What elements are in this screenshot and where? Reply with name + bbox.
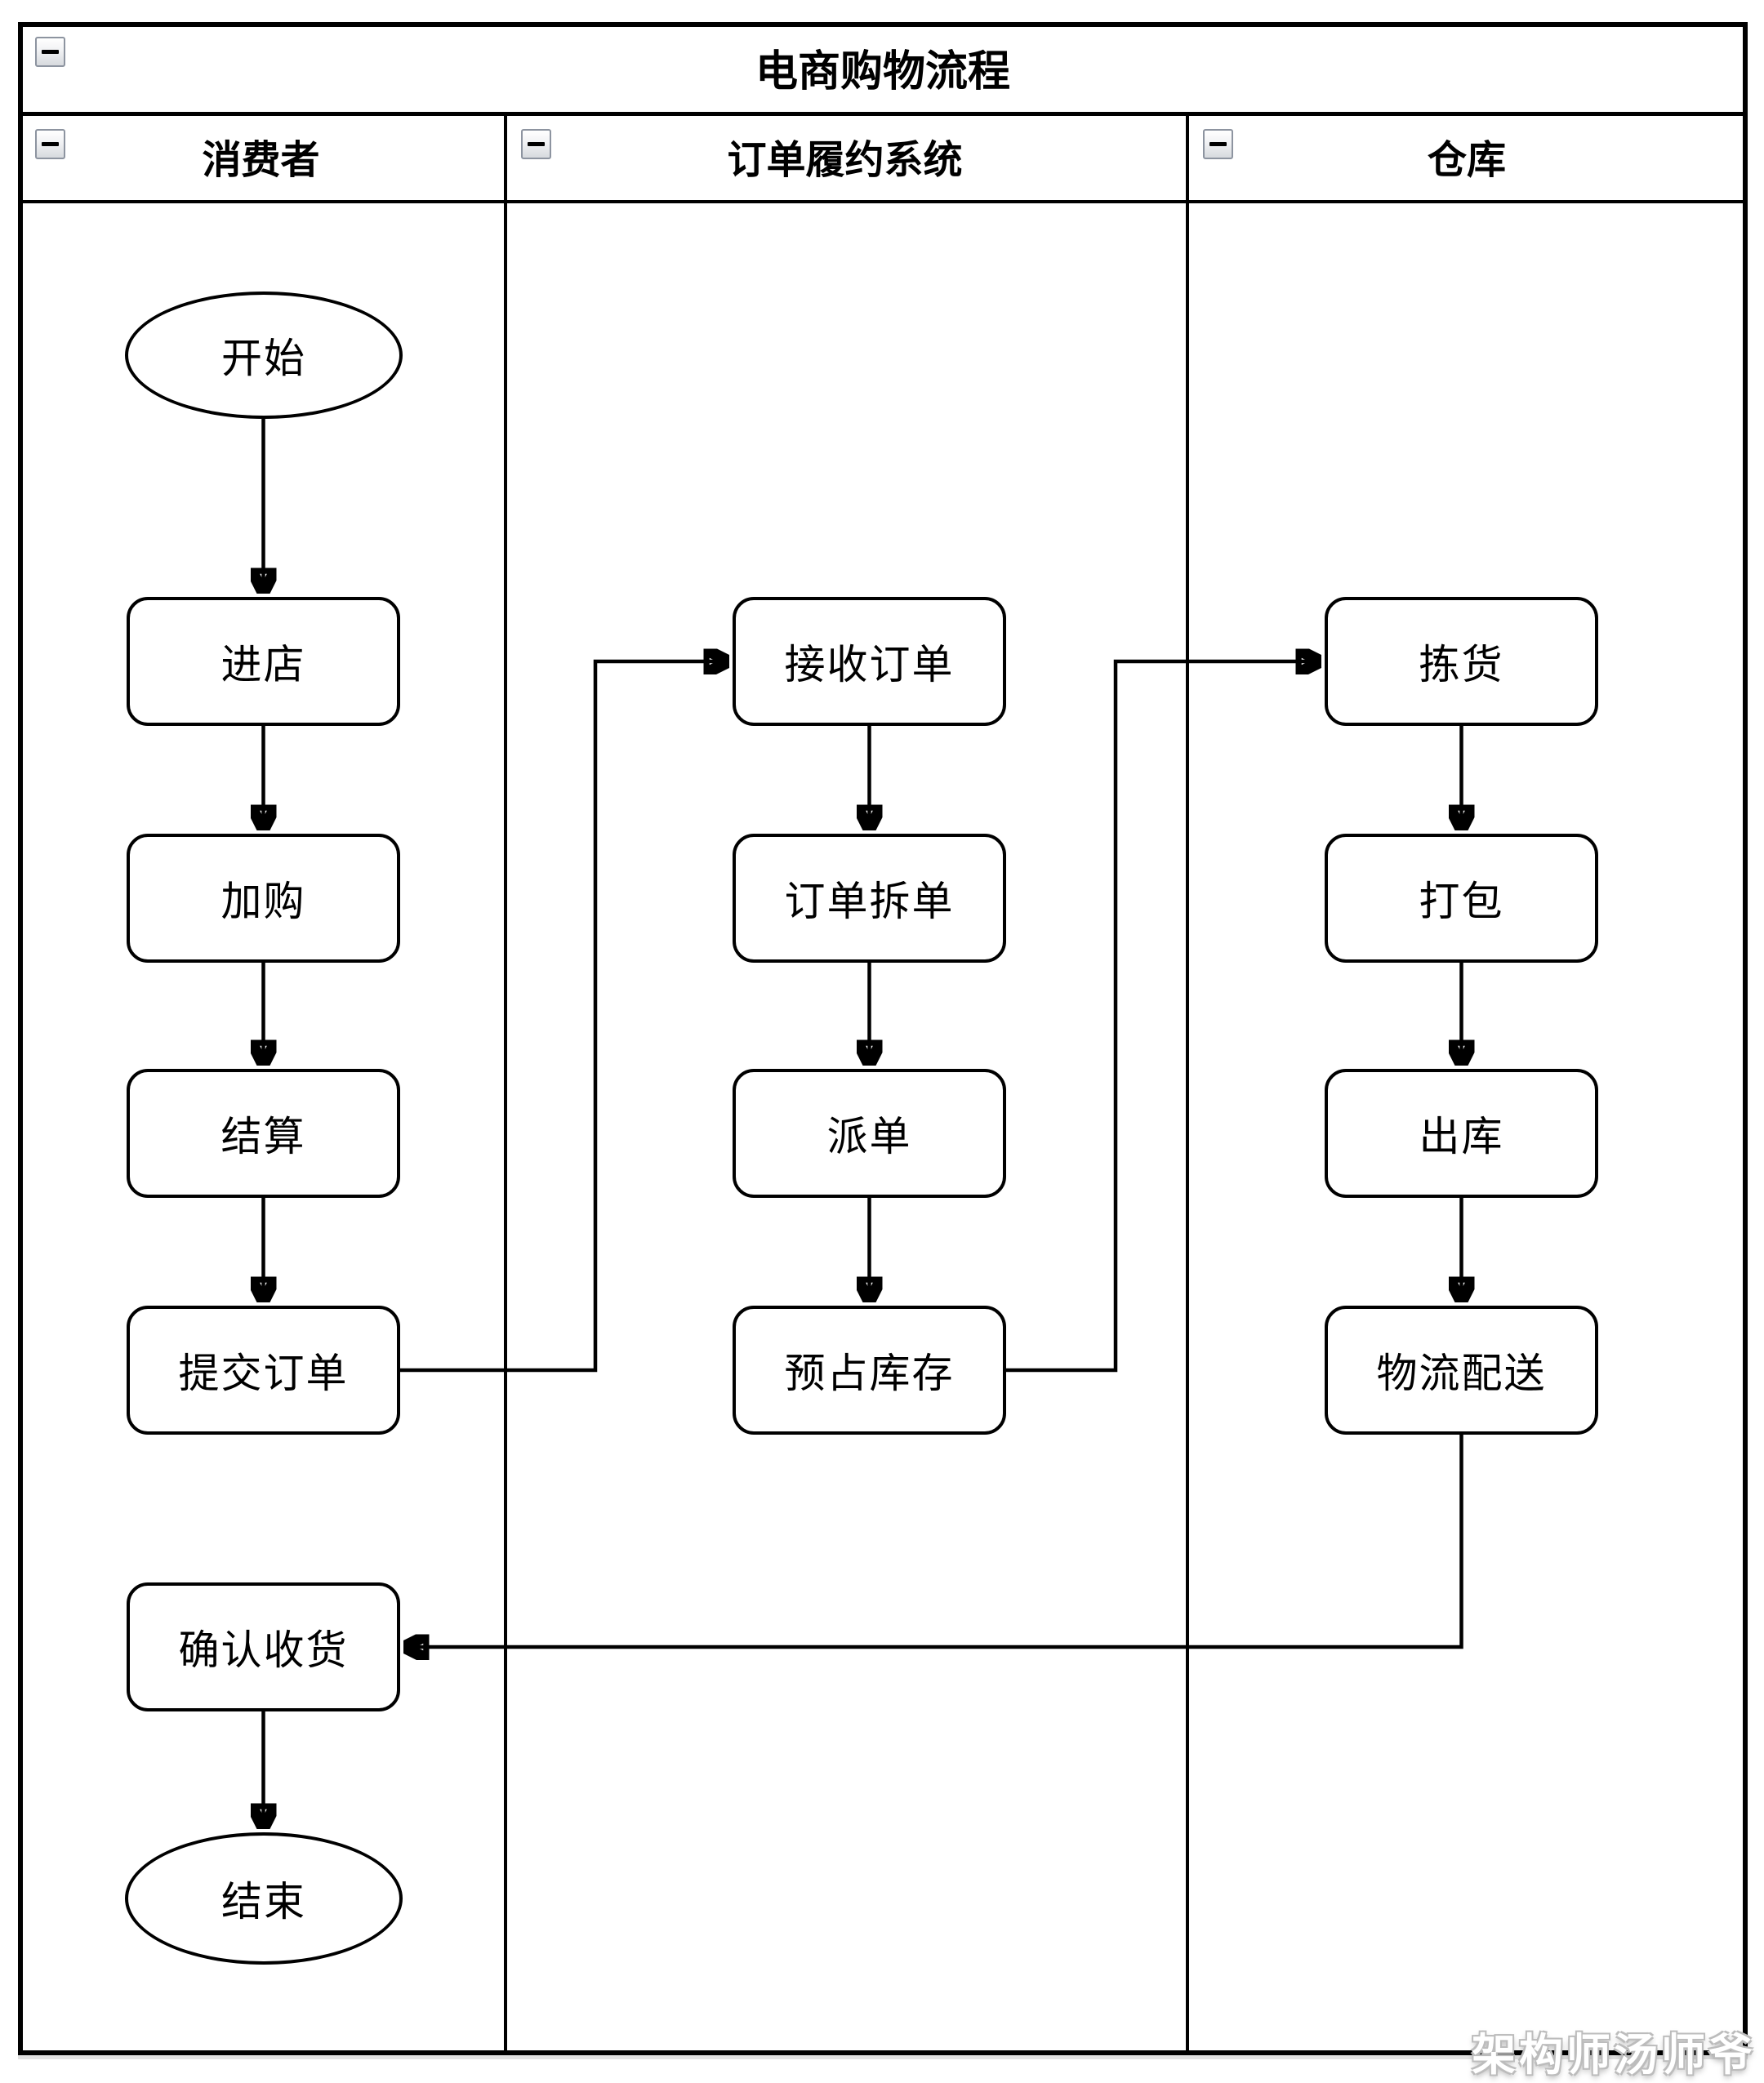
- collapse-button-lane-consumer[interactable]: [35, 129, 65, 159]
- node-label: 结算: [220, 1114, 306, 1159]
- pool-title: 电商购物流程: [755, 47, 1010, 96]
- pool-border: [18, 22, 1748, 2055]
- node-label: 进店: [220, 642, 306, 688]
- node-label: 出库: [1419, 1114, 1504, 1159]
- node-checkout[interactable]: 结算: [127, 1069, 400, 1198]
- node-confirm-receipt[interactable]: 确认收货: [127, 1582, 400, 1711]
- node-enter-store[interactable]: 进店: [127, 597, 400, 726]
- node-label: 开始: [221, 336, 306, 381]
- lane-header-warehouse: 仓库: [1427, 139, 1506, 182]
- minus-icon: [1209, 142, 1227, 146]
- lane-header-consumer: 消费者: [202, 139, 320, 182]
- collapse-button-lane-fulfillment[interactable]: [521, 129, 551, 159]
- lane-header-divider: [18, 200, 1748, 203]
- lane-divider-2: [1186, 112, 1189, 2055]
- node-start[interactable]: 开始: [125, 292, 403, 419]
- node-label: 派单: [826, 1114, 912, 1159]
- watermark: 架构师汤师爷: [1472, 2031, 1756, 2080]
- node-label: 确认收货: [178, 1627, 349, 1673]
- collapse-button-lane-warehouse[interactable]: [1203, 129, 1233, 159]
- minus-icon: [42, 50, 59, 54]
- lane-header-fulfillment: 订单履约系统: [727, 139, 963, 182]
- node-order-split[interactable]: 订单拆单: [733, 834, 1006, 963]
- minus-icon: [528, 142, 545, 146]
- node-submit-order[interactable]: 提交订单: [127, 1306, 400, 1435]
- node-label: 结束: [221, 1879, 306, 1925]
- node-label: 打包: [1419, 879, 1504, 924]
- collapse-button-pool[interactable]: [35, 37, 65, 67]
- title-divider: [18, 112, 1748, 116]
- node-reserve-stock[interactable]: 预占库存: [733, 1306, 1006, 1435]
- node-picking[interactable]: 拣货: [1325, 597, 1598, 726]
- node-label: 预占库存: [784, 1351, 955, 1396]
- node-add-to-cart[interactable]: 加购: [127, 834, 400, 963]
- node-label: 接收订单: [784, 642, 955, 688]
- node-packing[interactable]: 打包: [1325, 834, 1598, 963]
- node-receive-order[interactable]: 接收订单: [733, 597, 1006, 726]
- node-label: 订单拆单: [784, 879, 955, 924]
- node-end[interactable]: 结束: [125, 1832, 403, 1965]
- node-outbound[interactable]: 出库: [1325, 1069, 1598, 1198]
- node-label: 拣货: [1419, 642, 1504, 688]
- node-label: 加购: [220, 879, 306, 924]
- node-dispatch[interactable]: 派单: [733, 1069, 1006, 1198]
- node-label: 提交订单: [178, 1351, 349, 1396]
- lane-divider-1: [504, 112, 507, 2055]
- minus-icon: [42, 142, 59, 146]
- node-label: 物流配送: [1376, 1351, 1547, 1396]
- node-delivery[interactable]: 物流配送: [1325, 1306, 1598, 1435]
